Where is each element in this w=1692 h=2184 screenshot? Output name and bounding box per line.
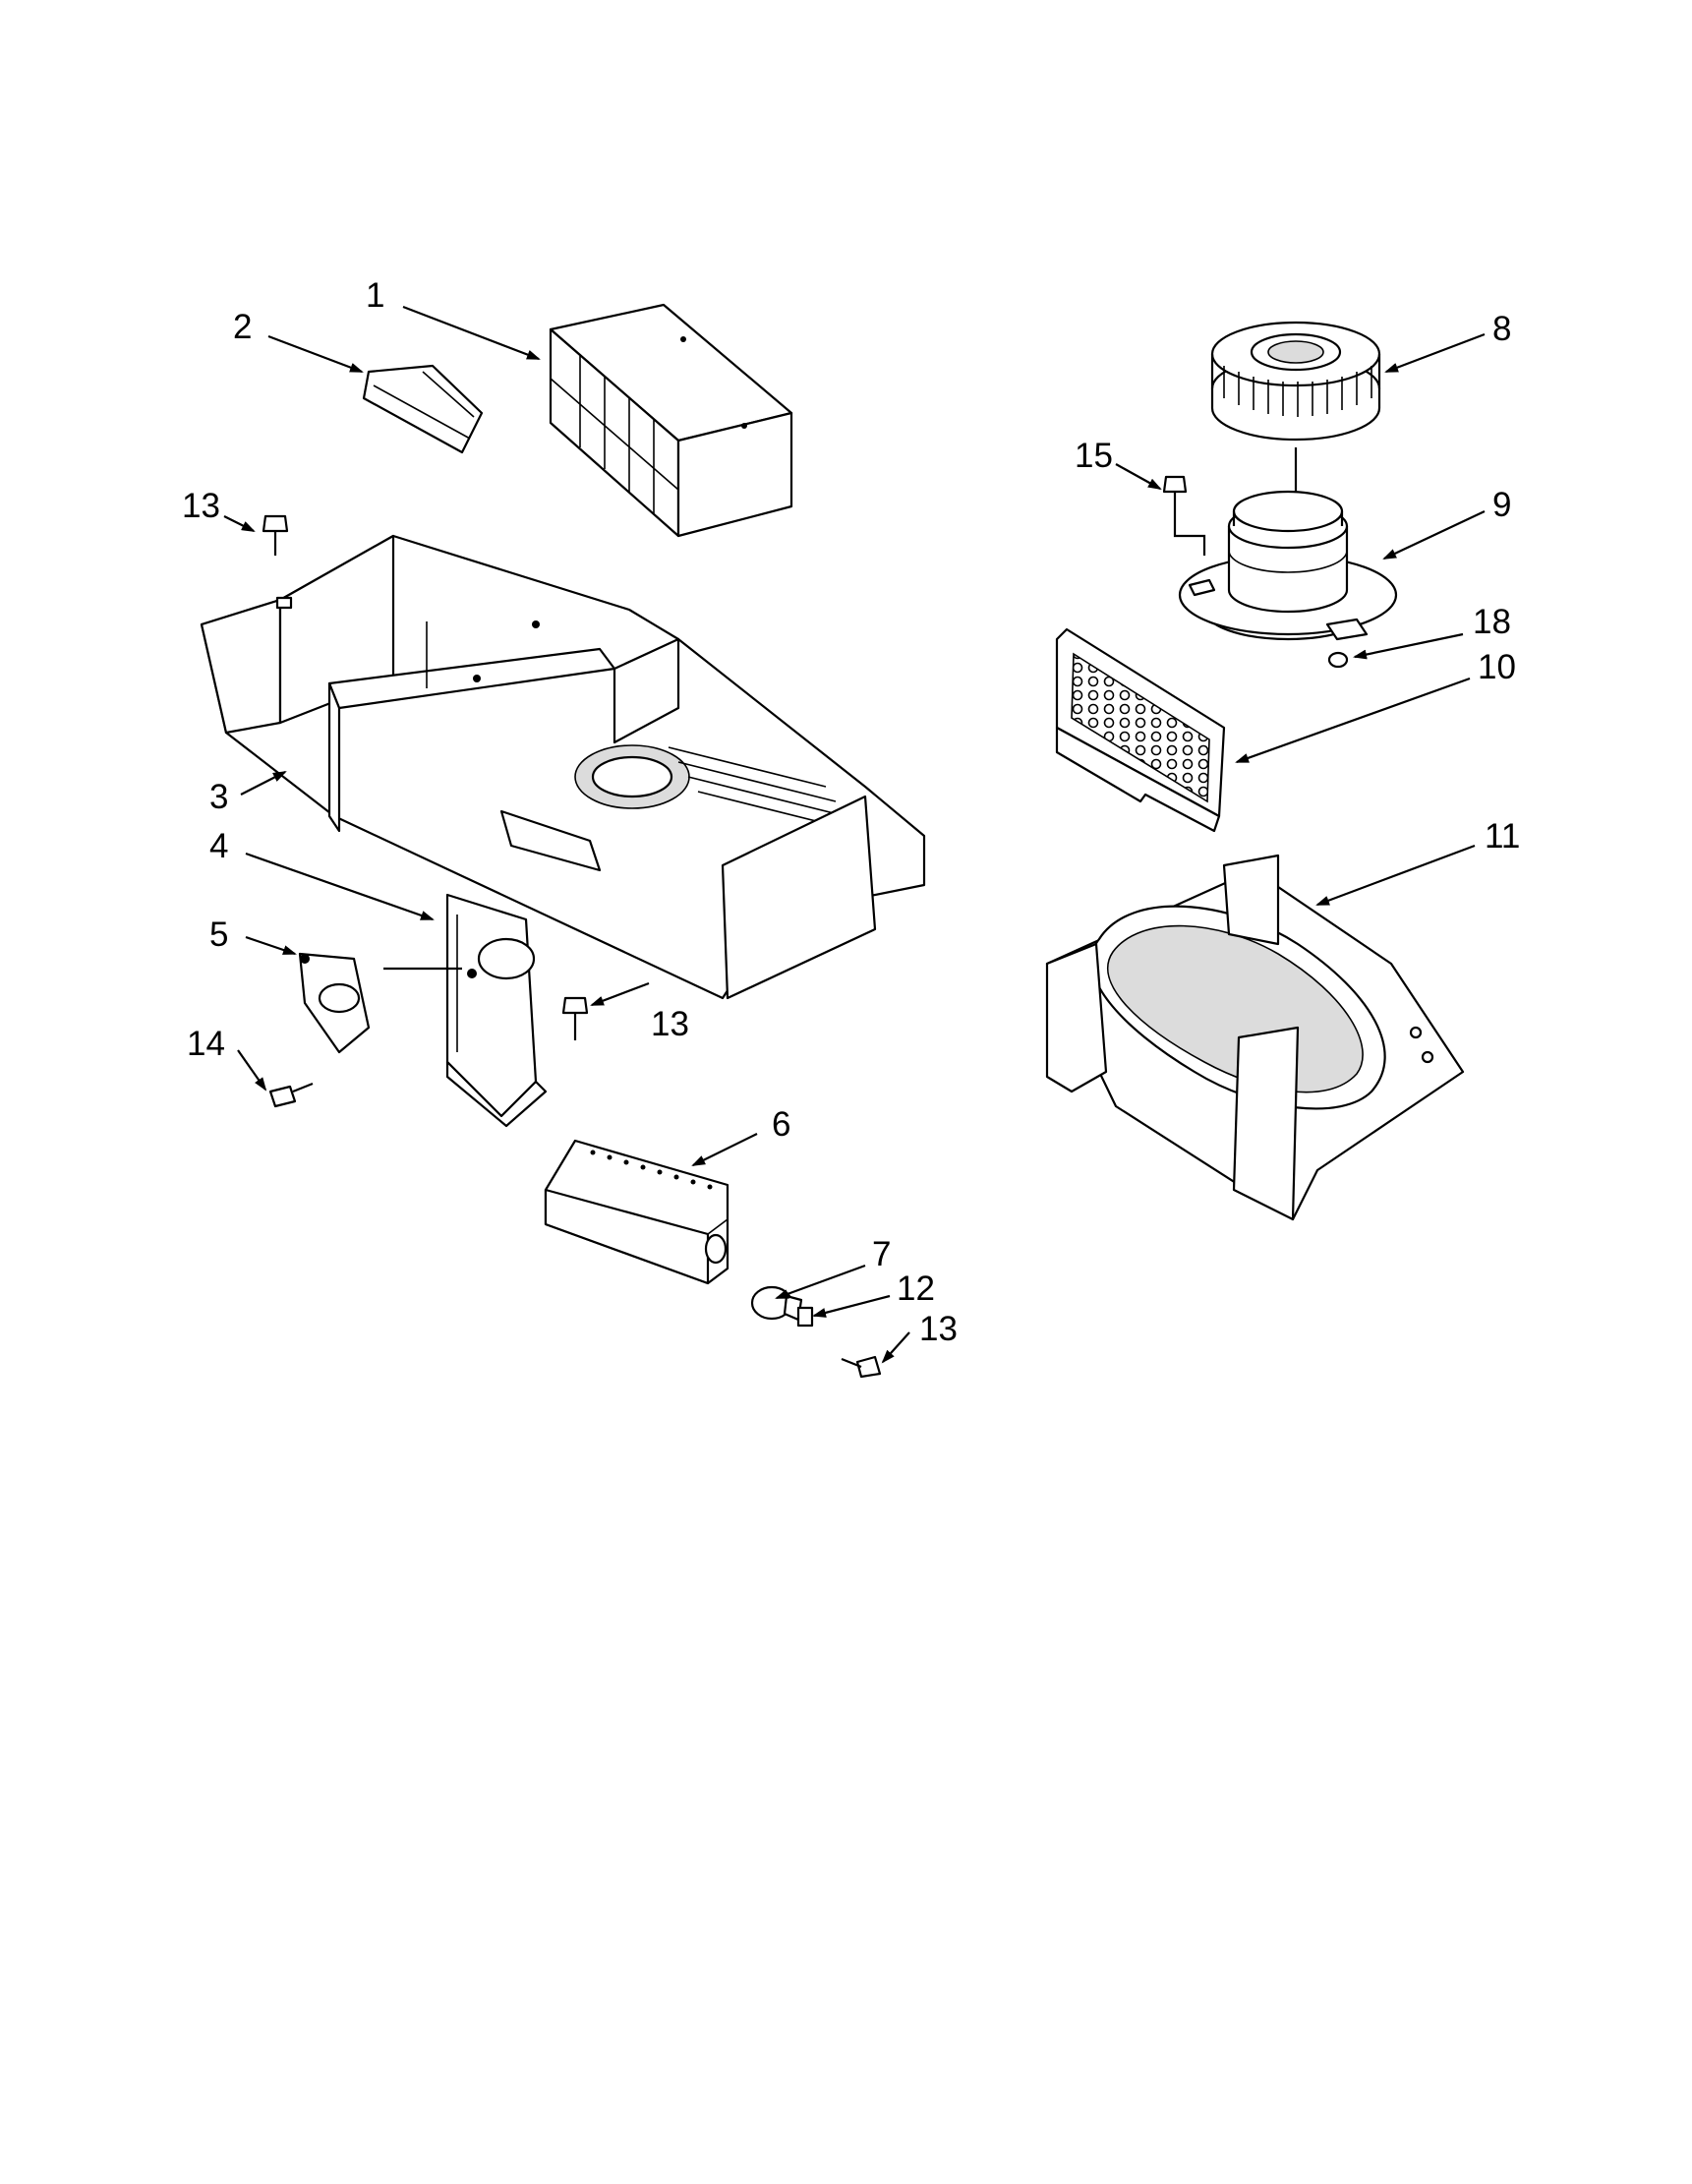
- screw-icon: [262, 514, 289, 556]
- part-6-lamp-housing: [544, 1139, 729, 1285]
- callout-11: 11: [1485, 817, 1520, 856]
- screw-icon: [1162, 475, 1188, 511]
- part-9-fan-motor: [1173, 490, 1398, 641]
- callout-18: 18: [1473, 603, 1511, 641]
- screw-icon: [561, 996, 589, 1040]
- screw-icon: [841, 1355, 882, 1379]
- callout-2: 2: [233, 308, 252, 346]
- callout-15: 15: [1075, 437, 1113, 475]
- callout-9: 9: [1492, 486, 1511, 524]
- callout-13-middle: 13: [651, 1005, 689, 1043]
- callout-6: 6: [772, 1105, 790, 1144]
- callout-5: 5: [209, 915, 228, 954]
- part-1-vent-grille: [549, 303, 793, 538]
- part-18-washer: [1327, 651, 1349, 669]
- callout-12: 12: [897, 1269, 935, 1308]
- callout-13-top: 13: [182, 487, 220, 525]
- callout-14: 14: [187, 1025, 225, 1063]
- part-10-mesh-filter: [1055, 627, 1226, 833]
- part-8-fan-blade: [1210, 321, 1381, 497]
- part-11-fan-shroud: [1045, 854, 1465, 1221]
- screw-icon: [268, 1082, 314, 1108]
- callout-7: 7: [872, 1235, 891, 1273]
- callout-13-bottom: 13: [919, 1310, 958, 1348]
- callout-leaders: [223, 305, 1486, 1364]
- part-2-duct-flap: [362, 364, 484, 454]
- callout-3: 3: [209, 778, 228, 816]
- callout-labels: 1 2 3 4 5 6 7 8 9 10 11 12 13 13 13 14 1…: [182, 276, 1520, 1348]
- part-4-bracket: [445, 893, 548, 1128]
- part-3-duct-housing: [200, 534, 926, 1000]
- callout-8: 8: [1492, 310, 1511, 348]
- callout-1: 1: [366, 276, 384, 315]
- callout-10: 10: [1478, 648, 1516, 686]
- part-12-socket: [796, 1306, 814, 1328]
- callout-4: 4: [209, 827, 228, 865]
- part-5-thermostat: [298, 952, 371, 1054]
